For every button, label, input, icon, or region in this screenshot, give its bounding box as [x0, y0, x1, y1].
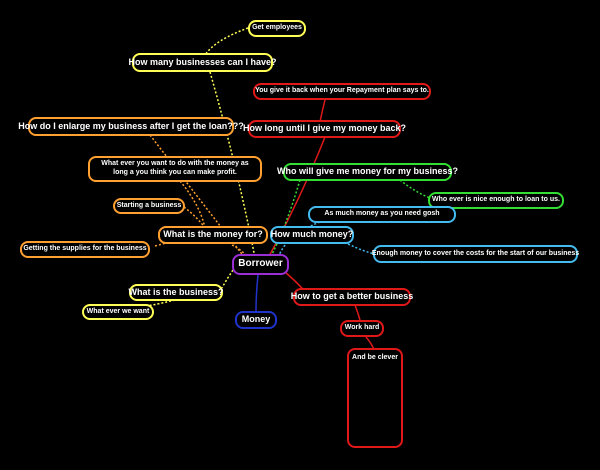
node-how-much-money[interactable]: How much money?: [270, 226, 354, 244]
node-enlarge-business[interactable]: How do I enlarge my business after I get…: [18, 117, 244, 136]
link-money: [255, 274, 259, 312]
node-how-long[interactable]: How long until I give my money back?: [243, 120, 406, 138]
link-who-ever-nice: [399, 179, 431, 199]
node-repay-plan[interactable]: You give it back when your Repayment pla…: [253, 83, 431, 100]
link-get-employees: [204, 27, 249, 56]
node-how-many-businesses[interactable]: How many businesses can I have?: [128, 53, 277, 72]
node-what-money-for[interactable]: What is the money for?: [158, 226, 268, 244]
node-what-ever-we-want[interactable]: What ever we want: [82, 304, 154, 320]
root-node-borrower[interactable]: Borrower: [232, 254, 289, 275]
link-how-long: [267, 136, 326, 259]
node-better-business[interactable]: How to get a better business: [291, 288, 413, 306]
root-node-label: Borrower: [238, 258, 283, 270]
link-enough-money: [347, 243, 376, 255]
link-work-hard: [354, 304, 361, 321]
node-be-clever[interactable]: And be clever: [347, 348, 403, 448]
link-repay-plan: [319, 99, 326, 123]
link-who-will-give: [269, 179, 301, 259]
node-whatever-want[interactable]: What ever you want to do with the money …: [88, 156, 262, 182]
node-work-hard[interactable]: Work hard: [340, 320, 384, 337]
link-whatever-want: [179, 180, 206, 229]
node-get-employees[interactable]: Get employees: [248, 20, 306, 37]
link-starting-business: [183, 206, 206, 229]
node-enough-money[interactable]: Enough money to cover the costs for the …: [372, 245, 579, 263]
link-enlarge-business: [149, 134, 246, 259]
node-starting-business[interactable]: Starting a business: [113, 198, 185, 214]
node-who-will-give[interactable]: Who will give me money for my business?: [277, 163, 458, 181]
link-what-business: [221, 269, 234, 289]
node-what-is-business[interactable]: What is the business?: [129, 284, 224, 301]
node-who-ever-nice[interactable]: Who ever is nice enough to loan to us.: [428, 192, 564, 209]
node-as-much-money[interactable]: As much money as you need gosh: [308, 206, 456, 223]
node-money[interactable]: Money: [235, 311, 277, 329]
node-getting-supplies[interactable]: Getting the supplies for the business: [20, 241, 150, 258]
